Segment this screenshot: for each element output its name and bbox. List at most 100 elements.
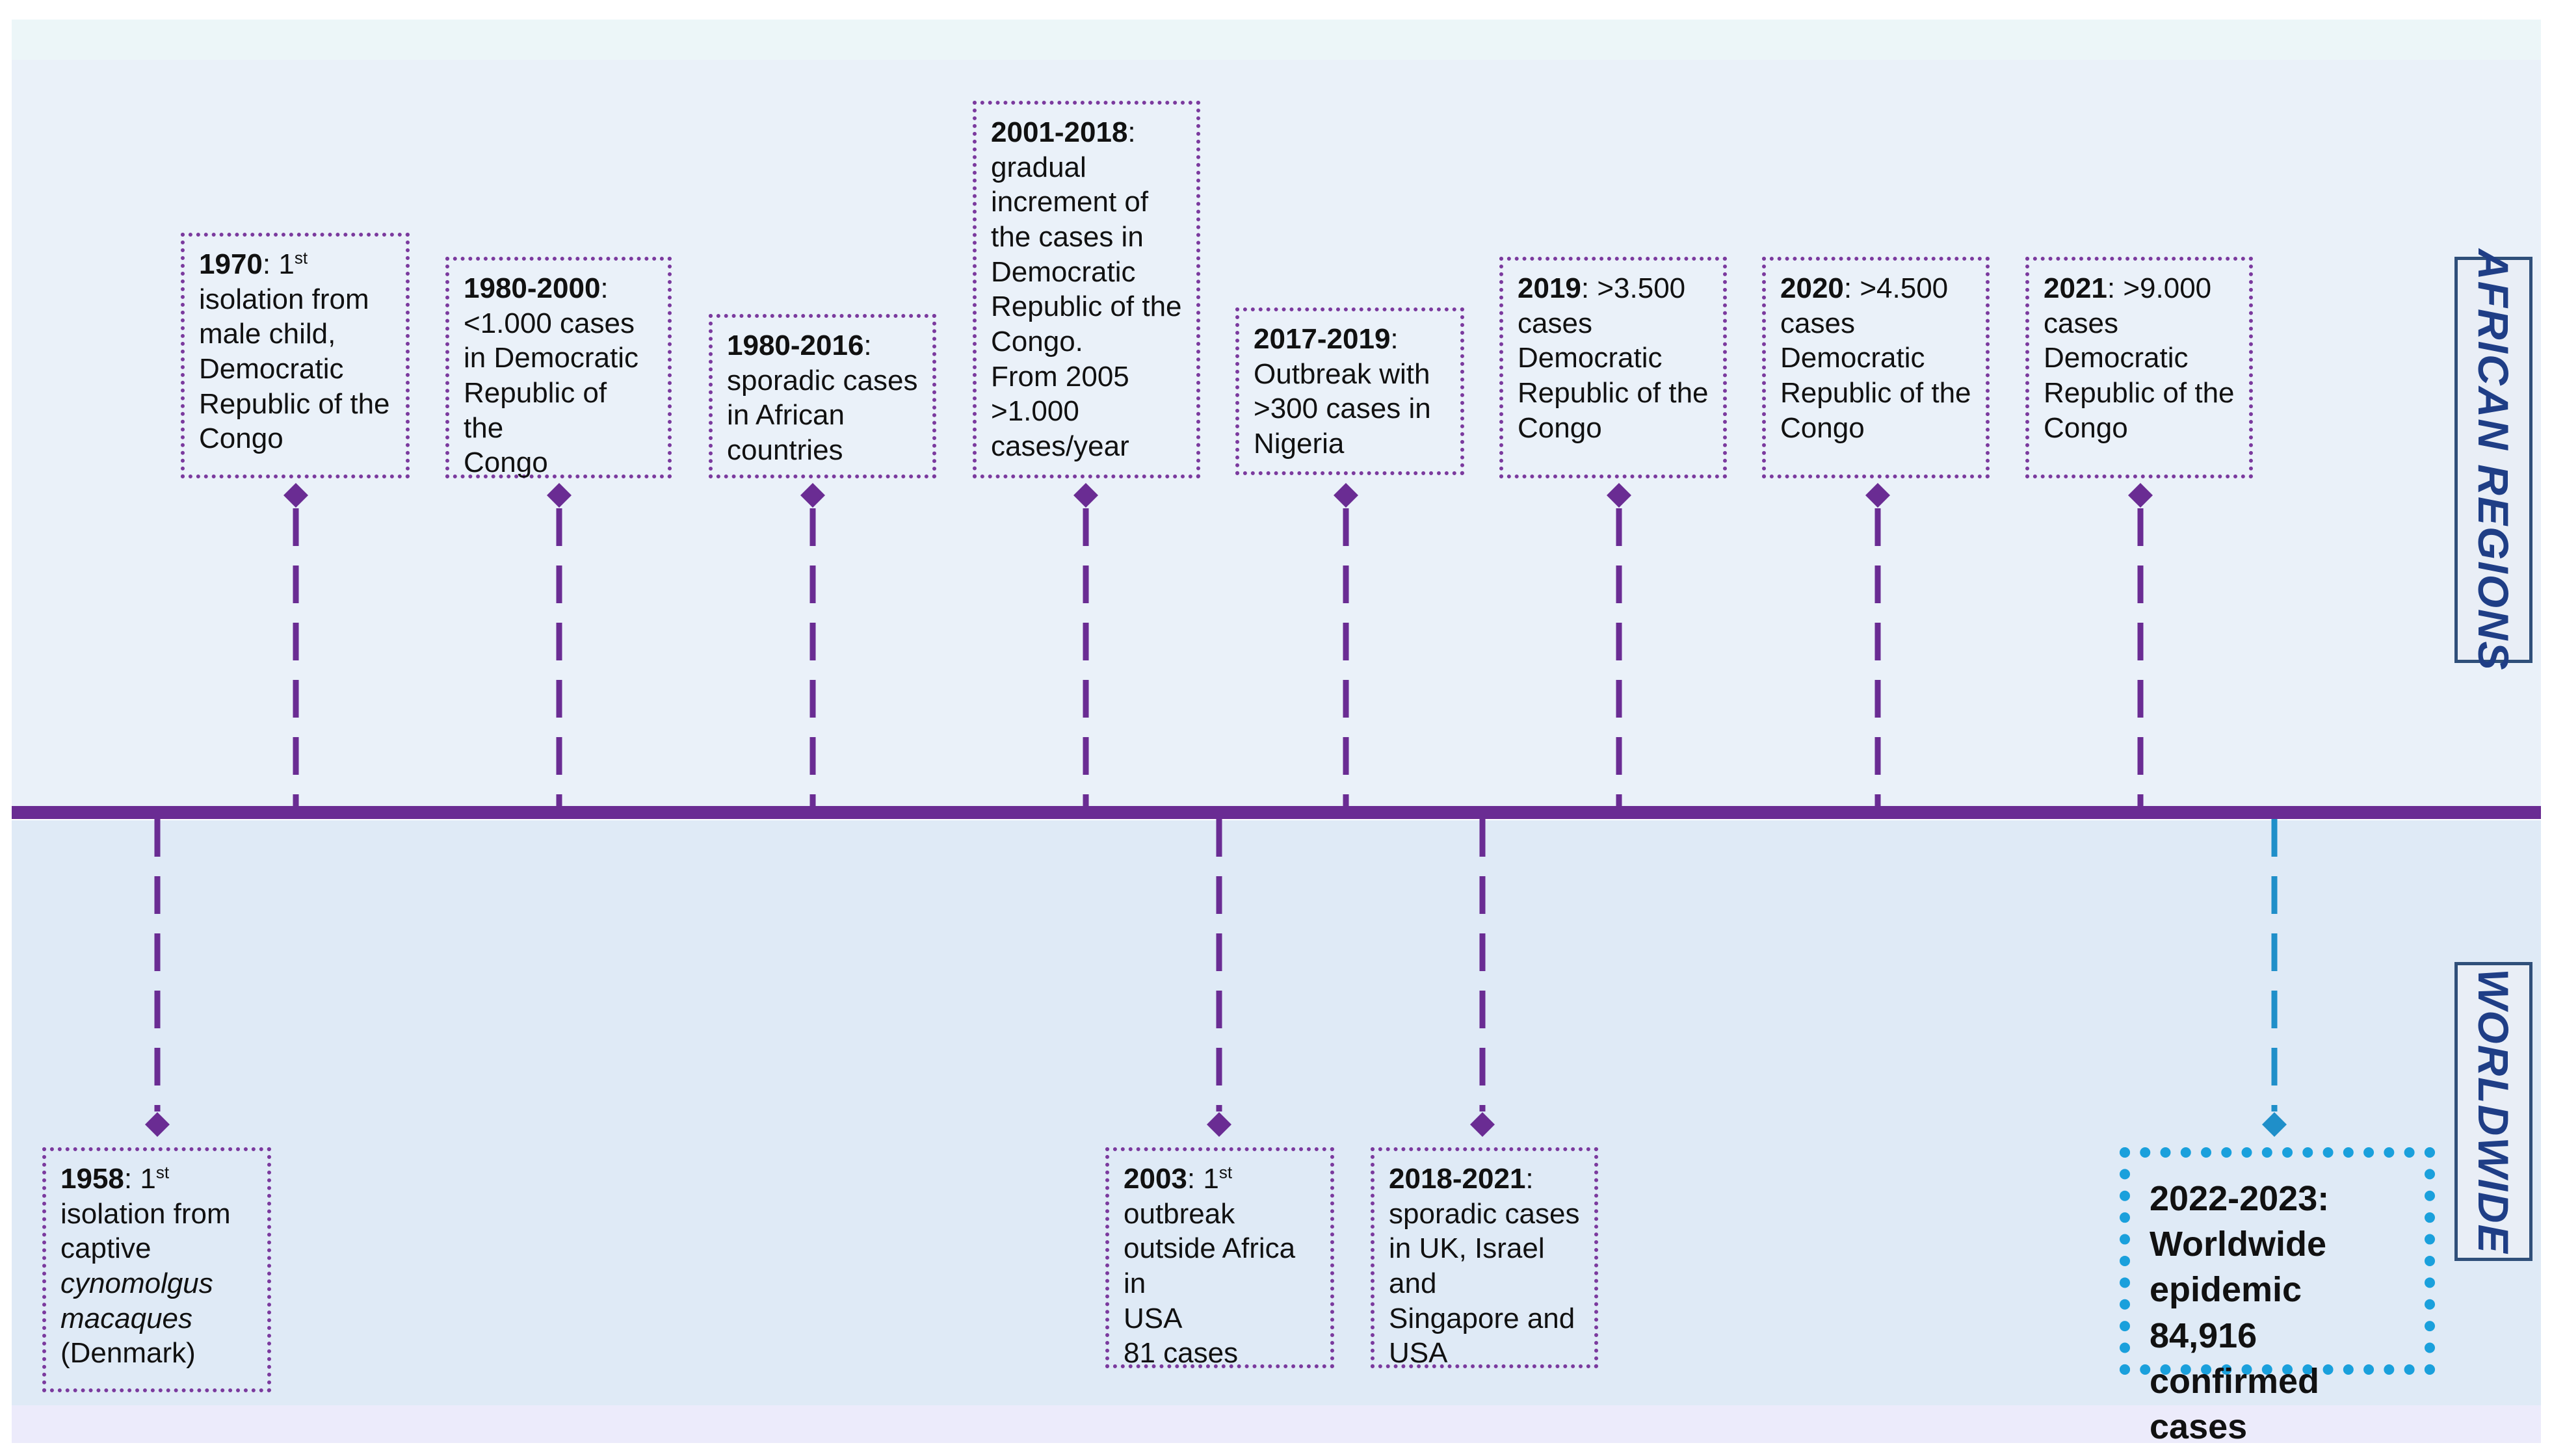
event-first-line: 2020: >4.500 bbox=[1780, 271, 1971, 306]
event-text-line: cases bbox=[1780, 307, 1855, 339]
event-year: 2003 bbox=[1124, 1163, 1187, 1195]
event-text-line: cases bbox=[1518, 307, 1592, 339]
event-text-line: Democratic bbox=[991, 255, 1136, 288]
event-first-line: 1958: 1st bbox=[60, 1162, 253, 1197]
event-text-line: Congo bbox=[1518, 411, 1602, 444]
worldwide-label-text: WORLDWIDE bbox=[2469, 968, 2518, 1254]
event-text-line: captive bbox=[60, 1232, 151, 1265]
event-first-line: 1970: 1st bbox=[199, 247, 391, 282]
african-regions-label-text: AFRICAN REGIONS bbox=[2469, 248, 2518, 671]
diamond-marker bbox=[1334, 483, 1358, 508]
event-text-line: USA bbox=[1124, 1302, 1183, 1334]
event-text-line: outside Africa in bbox=[1124, 1232, 1296, 1300]
event-text-line: countries bbox=[727, 434, 843, 467]
event-ordinal-suffix: st bbox=[1218, 1162, 1233, 1182]
event-year: 2020 bbox=[1780, 272, 1844, 304]
event-text-line: confirmed cases bbox=[2150, 1361, 2320, 1446]
diamond-marker bbox=[1607, 483, 1631, 508]
event-text-line: Democratic bbox=[1780, 342, 1925, 374]
event-text-line: Congo bbox=[1780, 411, 1865, 444]
diamond-marker bbox=[1865, 483, 1890, 508]
event-text-line: >300 cases in bbox=[1254, 393, 1431, 425]
diamond-marker bbox=[2262, 1112, 2287, 1137]
event-year-suffix: : 1 bbox=[262, 248, 295, 280]
event-text-line: sporadic cases bbox=[727, 364, 918, 396]
event-text-line: Republic of the bbox=[464, 377, 607, 444]
event-text-line: Republic of the bbox=[1780, 377, 1971, 410]
event-year: 2019 bbox=[1518, 272, 1581, 304]
event-text-line: Congo. bbox=[991, 326, 1083, 358]
diamond-marker bbox=[145, 1112, 170, 1137]
event-year-suffix: : bbox=[1390, 323, 1399, 355]
event-year: 1980-2016 bbox=[727, 330, 864, 361]
event-first-line: 2001-2018: bbox=[991, 115, 1182, 150]
event-text-line: the cases in bbox=[991, 221, 1144, 254]
event-first-line: 2021: >9.000 bbox=[2044, 271, 2235, 306]
diamond-marker bbox=[283, 483, 308, 508]
event-first-line: 1980-2016: bbox=[727, 328, 918, 363]
african-regions-band bbox=[12, 60, 2541, 807]
event-text-line: male child, bbox=[199, 318, 336, 350]
diamond-marker bbox=[2128, 483, 2153, 508]
event-text-line: Democratic bbox=[2044, 342, 2189, 374]
event-text-line: (Denmark) bbox=[60, 1337, 196, 1370]
event-text-line: Outbreak with bbox=[1254, 358, 1430, 390]
event-year: 2017-2019 bbox=[1254, 323, 1391, 355]
event-text-line: isolation from bbox=[60, 1197, 231, 1230]
event-year-suffix: : bbox=[1525, 1163, 1534, 1195]
event-year: 1958 bbox=[60, 1163, 124, 1195]
event-year-suffix: : bbox=[863, 330, 872, 361]
event-first-line: 2017-2019: bbox=[1254, 322, 1446, 357]
event-text-line: Nigeria bbox=[1254, 428, 1345, 460]
event-year: 2021 bbox=[2044, 272, 2107, 304]
event-text-line: macaques bbox=[60, 1302, 193, 1334]
timeline-axis bbox=[12, 806, 2541, 819]
event-text-line: sporadic cases bbox=[1389, 1197, 1580, 1230]
event-text-line: in Democratic bbox=[464, 342, 638, 374]
event-year-suffix: : >3.500 bbox=[1581, 272, 1686, 304]
event-text-line: epidemic 84,916 bbox=[2150, 1270, 2302, 1355]
event-text-line: Singapore and bbox=[1389, 1302, 1575, 1334]
event-first-line: 1980-2000: bbox=[464, 271, 653, 306]
event-text-line: cases/year bbox=[991, 430, 1129, 463]
event-text-line: >1.000 bbox=[991, 395, 1079, 428]
event-text-line: Republic of the bbox=[2044, 377, 2235, 410]
worldwide-band bbox=[12, 820, 2541, 1405]
event-first-line: 2022-2023: bbox=[2150, 1176, 2405, 1221]
event-text-line: isolation from bbox=[199, 283, 369, 315]
event-text-line: <1.000 cases bbox=[464, 307, 635, 339]
event-year-suffix: : >4.500 bbox=[1843, 272, 1949, 304]
event-text-line: Congo bbox=[464, 447, 548, 479]
event-year-suffix: : 1 bbox=[124, 1163, 156, 1195]
event-first-line: 2019: >3.500 bbox=[1518, 271, 1709, 306]
worldwide-label: WORLDWIDE bbox=[2454, 962, 2532, 1261]
event-year: 1970 bbox=[199, 248, 263, 280]
event-text-line: Worldwide bbox=[2150, 1225, 2327, 1264]
event-ordinal-suffix: st bbox=[294, 248, 308, 268]
event-text-line: Democratic bbox=[1518, 342, 1663, 374]
event-text-line: in African bbox=[727, 399, 845, 432]
event-year-suffix: : >9.000 bbox=[2107, 272, 2212, 304]
event-year-suffix: : bbox=[1127, 116, 1136, 148]
diamond-marker bbox=[800, 483, 825, 508]
event-year-suffix: : 1 bbox=[1187, 1163, 1219, 1195]
event-text-line: Congo bbox=[2044, 411, 2128, 444]
event-text-line: Republic of the bbox=[1518, 377, 1709, 410]
event-text-line: From 2005 bbox=[991, 360, 1129, 393]
event-year: 1980-2000 bbox=[464, 272, 601, 304]
event-text-line: outbreak bbox=[1124, 1197, 1235, 1230]
event-text-line: Congo bbox=[199, 422, 283, 455]
event-text-line: cynomolgus bbox=[60, 1268, 213, 1300]
